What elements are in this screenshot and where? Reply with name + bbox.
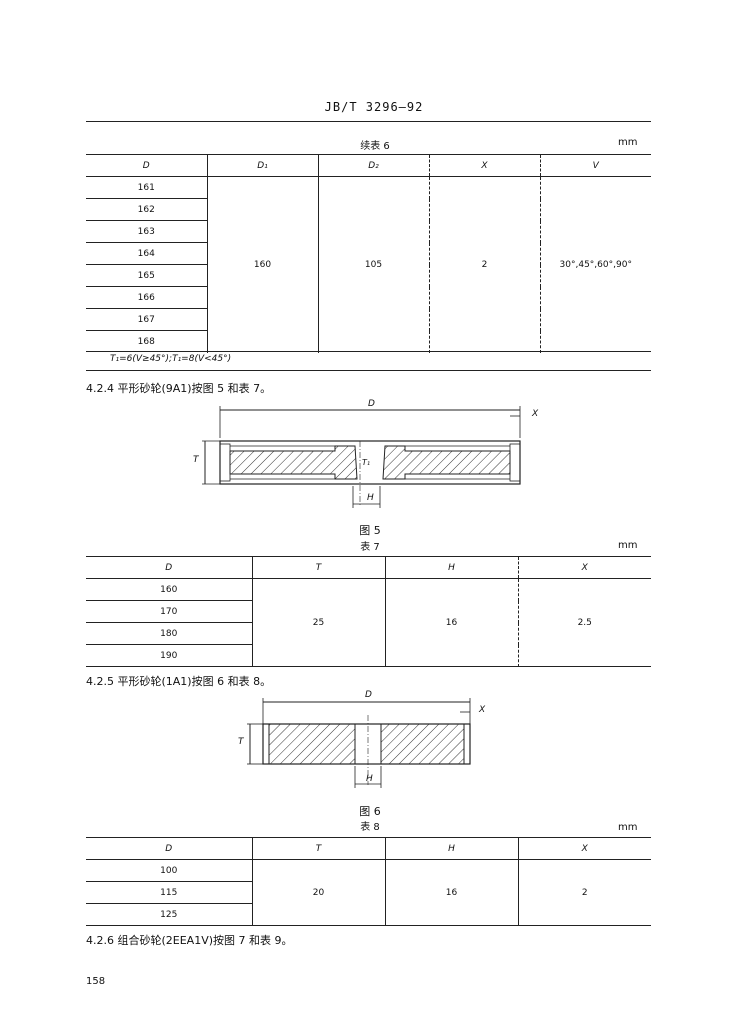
table7-unit: mm xyxy=(618,540,638,551)
table6-d-cell: 167 xyxy=(86,308,207,331)
table7-d-cell: 180 xyxy=(86,622,252,645)
figure5-drawing xyxy=(202,406,521,508)
figure6-drawing xyxy=(247,698,471,788)
table6-col-d: D xyxy=(86,154,207,177)
document-header: JB/T 3296—92 xyxy=(324,100,424,114)
page-number: 158 xyxy=(86,976,106,987)
table6-v-cell: 30°,45°,60°,90° xyxy=(539,176,651,353)
table8-x-cell: 2 xyxy=(517,859,651,926)
figure5-caption: 图 5 xyxy=(359,524,381,537)
table8-t-cell: 20 xyxy=(251,859,385,926)
table6-d-cell: 161 xyxy=(86,176,207,199)
table6-col-x: X xyxy=(428,154,540,177)
table8-h-cell: 16 xyxy=(384,859,518,926)
table7-col-h: H xyxy=(384,556,518,579)
table7: D T H X 160 25 16 2.5 170 180 190 xyxy=(86,556,651,667)
table6-unit: mm xyxy=(618,137,638,148)
table6-note-rule xyxy=(86,370,651,371)
table6-d-cell: 164 xyxy=(86,242,207,265)
figure5-label-t: T xyxy=(193,455,199,465)
figure6-label-t: T xyxy=(238,737,244,747)
table7-bottom-rule xyxy=(86,666,651,667)
figure6-label-h: H xyxy=(366,774,373,784)
figure6-caption: 图 6 xyxy=(359,805,381,818)
table8-d-cell: 115 xyxy=(86,881,252,904)
section-4-2-6: 4.2.6 组合砂轮(2EEA1V)按图 7 和表 9。 xyxy=(86,934,293,947)
table6-d-cell: 166 xyxy=(86,286,207,309)
table8-caption: 表 8 xyxy=(360,822,380,833)
table8: D T H X 100 20 16 2 115 125 xyxy=(86,837,651,926)
table8-col-t: T xyxy=(251,837,385,860)
table6-x-cell: 2 xyxy=(428,176,540,353)
figure5-label-h: H xyxy=(367,493,374,503)
table7-x-cell: 2.5 xyxy=(517,578,651,667)
table6-d-cell: 163 xyxy=(86,220,207,243)
table6-col-d1: D₁ xyxy=(206,154,318,177)
table6-col-v: V xyxy=(539,154,651,177)
figure6-label-d: D xyxy=(365,690,372,700)
table8-col-h: H xyxy=(384,837,518,860)
table6-d1-cell: 160 xyxy=(206,176,318,353)
table6-col-d2: D₂ xyxy=(317,154,429,177)
table6-d2-cell: 105 xyxy=(317,176,429,353)
header-rule xyxy=(86,121,651,122)
table8-col-x: X xyxy=(517,837,651,860)
table7-col-d: D xyxy=(86,556,252,579)
table8-col-d: D xyxy=(86,837,252,860)
table7-d-cell: 170 xyxy=(86,600,252,623)
table8-d-cell: 125 xyxy=(160,909,178,920)
figure6-label-x: X xyxy=(479,705,486,715)
table7-col-x: X xyxy=(517,556,651,579)
table7-h-cell: 16 xyxy=(384,578,518,667)
table8-d-cell: 100 xyxy=(86,859,252,882)
table6-note: T₁=6(V≥45°);T₁=8(V<45°) xyxy=(110,354,232,364)
table7-t-cell: 25 xyxy=(251,578,385,667)
table6-d-cell: 165 xyxy=(86,264,207,287)
figure5-label-x: X xyxy=(532,409,539,419)
table8-unit: mm xyxy=(618,822,638,833)
table7-caption: 表 7 xyxy=(360,542,380,553)
table6: D D₁ D₂ X V 161 160 105 2 30°,45°,60°,90… xyxy=(86,154,651,353)
section-4-2-4: 4.2.4 平形砂轮(9A1)按图 5 和表 7。 xyxy=(86,382,272,395)
table7-d-cell: 190 xyxy=(160,650,178,661)
section-4-2-5: 4.2.5 平形砂轮(1A1)按图 6 和表 8。 xyxy=(86,675,272,688)
table6-caption: 续表 6 xyxy=(360,141,390,152)
table6-d-cell: 162 xyxy=(86,198,207,221)
table6-bottom-rule xyxy=(86,351,651,352)
table7-col-t: T xyxy=(251,556,385,579)
figure5-label-d: D xyxy=(368,399,375,409)
table8-bottom-rule xyxy=(86,925,651,926)
figure5-label-t1: T₁ xyxy=(362,458,371,467)
table6-d-cell: 168 xyxy=(137,336,155,347)
table7-d-cell: 160 xyxy=(86,578,252,601)
